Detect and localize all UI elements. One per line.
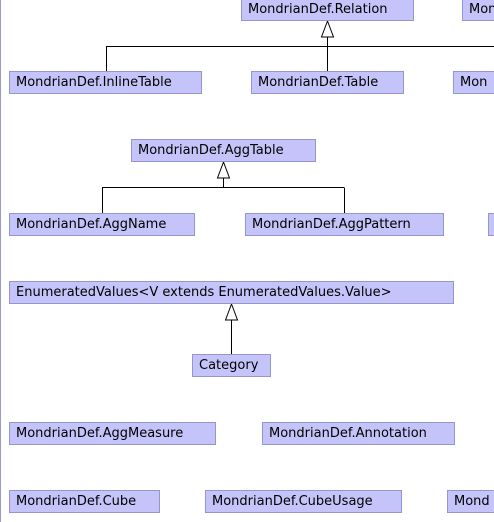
class-box-table[interactable]: MondrianDef.Table: [251, 71, 404, 94]
aggtable-generalization-arrowhead: [216, 160, 231, 179]
class-box-enumerated-values[interactable]: EnumeratedValues<V extends EnumeratedVal…: [9, 281, 454, 304]
enumerated-values-generalization-arrowhead: [224, 302, 239, 321]
class-box-category[interactable]: Category: [192, 354, 271, 377]
class-box-inline-table[interactable]: MondrianDef.InlineTable: [9, 71, 202, 94]
class-box-relation-child[interactable]: Mon: [453, 71, 494, 94]
class-box-agg-name[interactable]: MondrianDef.AggName: [9, 213, 195, 236]
enumerated-values-inheritance-edge: [224, 302, 239, 354]
class-box-agg-measure[interactable]: MondrianDef.AggMeasure: [9, 422, 216, 445]
class-box-relation[interactable]: MondrianDef.Relation: [241, 0, 414, 21]
class-box-agg-table[interactable]: MondrianDef.AggTable: [131, 139, 316, 162]
relation-inheritance-edge: [106, 19, 494, 71]
class-box-agg-pattern[interactable]: MondrianDef.AggPattern: [245, 213, 444, 236]
aggtable-inheritance-edge: [102, 160, 345, 213]
class-box-cube-usage[interactable]: MondrianDef.CubeUsage: [205, 490, 402, 513]
class-box-cube[interactable]: MondrianDef.Cube: [9, 490, 160, 513]
class-box-cube-sibling[interactable]: Mond: [447, 490, 494, 513]
relation-generalization-arrowhead: [320, 19, 335, 38]
class-box-annotation[interactable]: MondrianDef.Annotation: [262, 422, 455, 445]
class-box-agg-table-child[interactable]: [488, 213, 494, 236]
class-box-relation-sibling[interactable]: Mon: [462, 0, 494, 21]
